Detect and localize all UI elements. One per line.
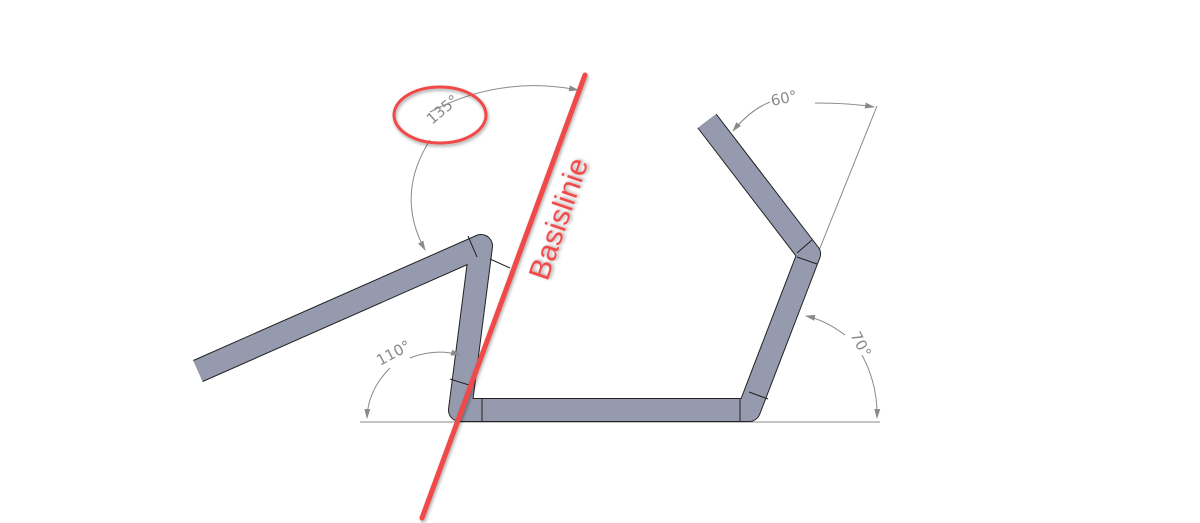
dimension-arc-70 xyxy=(805,314,846,336)
dimension-arc-70-lower xyxy=(861,354,881,419)
dimension-arc-110 xyxy=(409,349,461,359)
baseline-line xyxy=(419,72,588,521)
dimension-arc-135 xyxy=(429,85,579,113)
dimension-arc-60-left xyxy=(732,101,771,132)
dimension-arc-60 xyxy=(814,102,875,109)
angle-label-70: 70° xyxy=(846,328,874,360)
sheet-metal-profile xyxy=(193,113,821,422)
highlight-ellipse-135 xyxy=(392,85,488,145)
angle-label-60: 60° xyxy=(769,87,799,110)
angle-label-110: 110° xyxy=(373,337,413,370)
angle-label-135: 135° xyxy=(423,91,462,128)
dimension-arc-110-lower xyxy=(364,367,391,419)
extension-line-right xyxy=(815,105,878,259)
dimension-arc-135-lower xyxy=(410,139,431,251)
